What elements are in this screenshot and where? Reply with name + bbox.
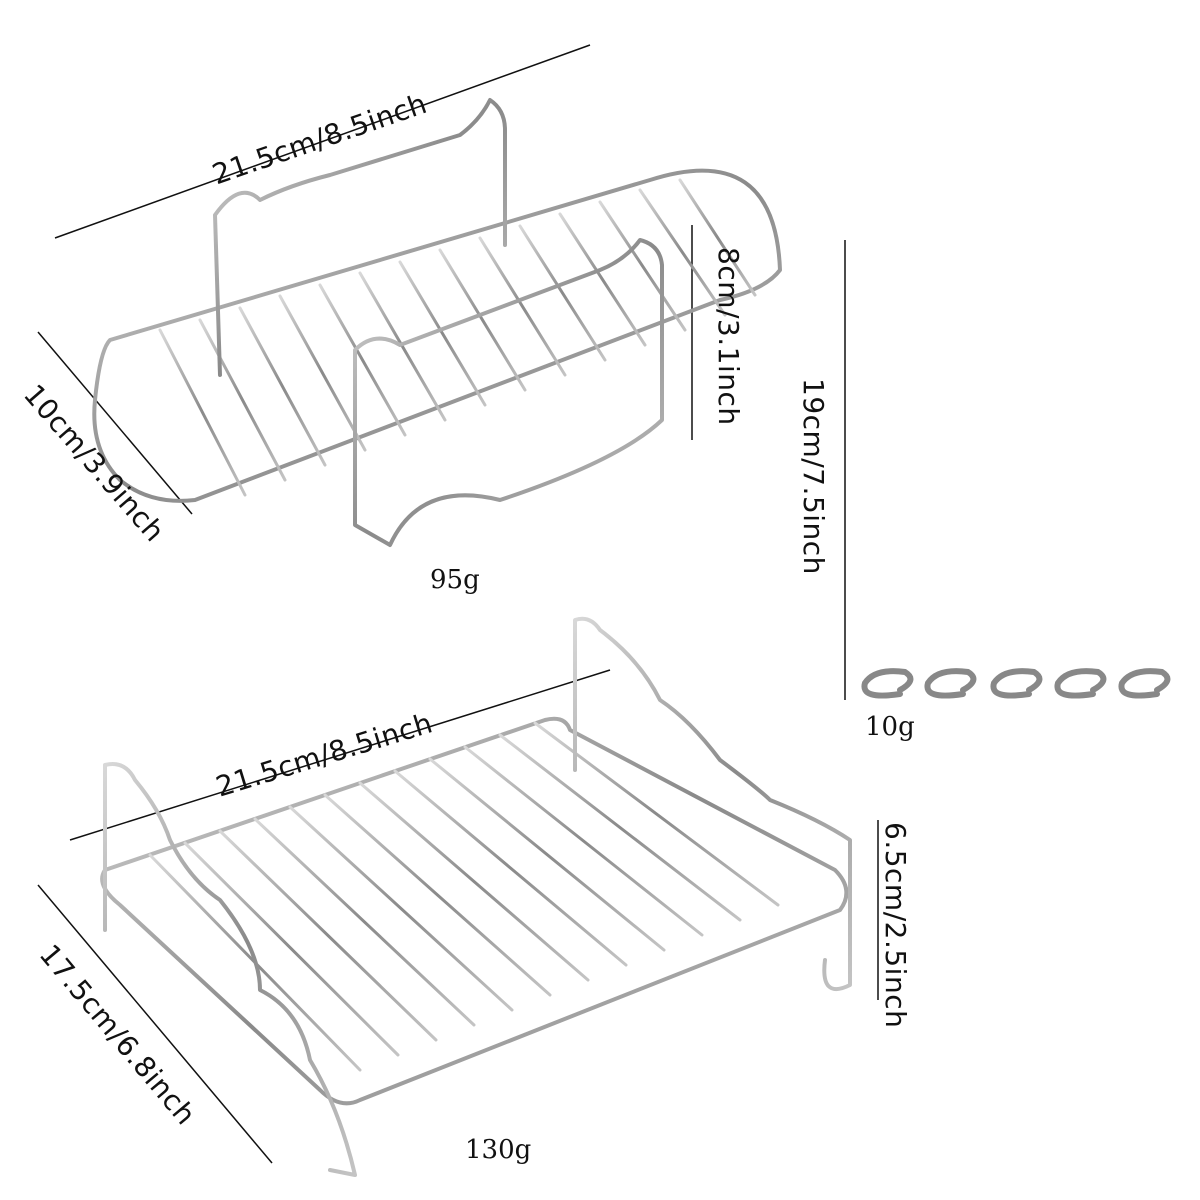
skewer-weight-label: 10g [865, 712, 915, 742]
skewer-length-label: 19cm/7.5inch [797, 378, 830, 575]
small-rack-weight-label: 95g [430, 565, 480, 595]
small-rack-height-label: 8cm/3.1inch [712, 247, 745, 426]
skewers-image [861, 238, 1171, 699]
large-rack-image [100, 616, 852, 1177]
large-rack-weight-label: 130g [465, 1135, 532, 1165]
small-rack-image [92, 98, 782, 547]
dimension-lines [37, 44, 879, 1164]
large-rack-height-label: 6.5cm/2.5inch [879, 822, 912, 1029]
